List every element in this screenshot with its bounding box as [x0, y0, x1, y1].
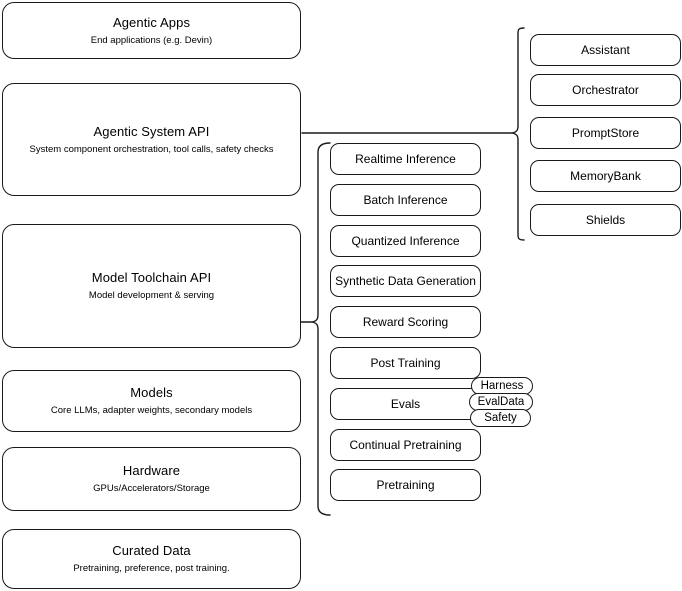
component-label: Shields [585, 212, 626, 227]
component-promptstore[interactable]: PromptStore [530, 117, 681, 149]
component-orchestrator[interactable]: Orchestrator [530, 74, 681, 106]
capability-reward-scoring[interactable]: Reward Scoring [330, 306, 481, 338]
layer-subtitle: Core LLMs, adapter weights, secondary mo… [50, 405, 253, 416]
capability-post-training[interactable]: Post Training [330, 347, 481, 379]
layer-models[interactable]: Models Core LLMs, adapter weights, secon… [2, 370, 301, 432]
badge-label: EvalData [477, 396, 525, 408]
capability-label: Batch Inference [363, 192, 448, 207]
capability-label: Pretraining [376, 477, 435, 492]
capability-label: Synthetic Data Generation [335, 273, 476, 288]
layer-title: Curated Data [112, 543, 191, 558]
capability-evals[interactable]: Evals [330, 388, 481, 420]
component-label: MemoryBank [570, 168, 641, 183]
capability-label: Realtime Inference [355, 151, 456, 166]
capability-synthetic-data-generation[interactable]: Synthetic Data Generation [330, 265, 481, 297]
layer-agentic-system-api[interactable]: Agentic System API System component orch… [2, 83, 301, 196]
layer-title: Agentic System API [93, 123, 210, 139]
layer-title: Agentic Apps [112, 14, 191, 30]
capability-label: Reward Scoring [362, 314, 449, 329]
capability-label: Evals [390, 396, 421, 411]
capability-batch-inference[interactable]: Batch Inference [330, 184, 481, 216]
component-label: PromptStore [571, 125, 640, 140]
layer-title: Hardware [122, 463, 181, 478]
layer-subtitle: Model development & serving [88, 290, 215, 301]
layer-subtitle: End applications (e.g. Devin) [90, 34, 213, 46]
layer-curated-data[interactable]: Curated Data Pretraining, preference, po… [2, 529, 301, 589]
badge-label: Harness [480, 380, 524, 392]
capability-quantized-inference[interactable]: Quantized Inference [330, 225, 481, 257]
layer-subtitle: GPUs/Accelerators/Storage [93, 483, 210, 494]
right-bracket [511, 27, 525, 241]
component-label: Assistant [581, 42, 630, 57]
component-label: Orchestrator [572, 82, 639, 97]
component-memorybank[interactable]: MemoryBank [530, 160, 681, 192]
component-assistant[interactable]: Assistant [530, 34, 681, 66]
component-shields[interactable]: Shields [530, 204, 681, 236]
capability-label: Post Training [370, 355, 441, 370]
capability-label: Quantized Inference [351, 233, 460, 248]
layer-title: Models [130, 385, 173, 400]
middle-bracket [311, 142, 331, 516]
capability-continual-pretraining[interactable]: Continual Pretraining [330, 429, 481, 461]
capability-pretraining[interactable]: Pretraining [330, 469, 481, 501]
layer-subtitle: Pretraining, preference, post training. [73, 563, 230, 574]
layer-title: Model Toolchain API [91, 270, 212, 285]
badge-safety[interactable]: Safety [470, 409, 531, 427]
layer-hardware[interactable]: Hardware GPUs/Accelerators/Storage [2, 447, 301, 511]
layer-subtitle: System component orchestration, tool cal… [29, 143, 274, 155]
capability-label: Continual Pretraining [349, 437, 462, 452]
layer-model-toolchain-api[interactable]: Model Toolchain API Model development & … [2, 224, 301, 348]
capability-realtime-inference[interactable]: Realtime Inference [330, 143, 481, 175]
badge-label: Safety [484, 412, 517, 424]
layer-agentic-apps[interactable]: Agentic Apps End applications (e.g. Devi… [2, 2, 301, 59]
